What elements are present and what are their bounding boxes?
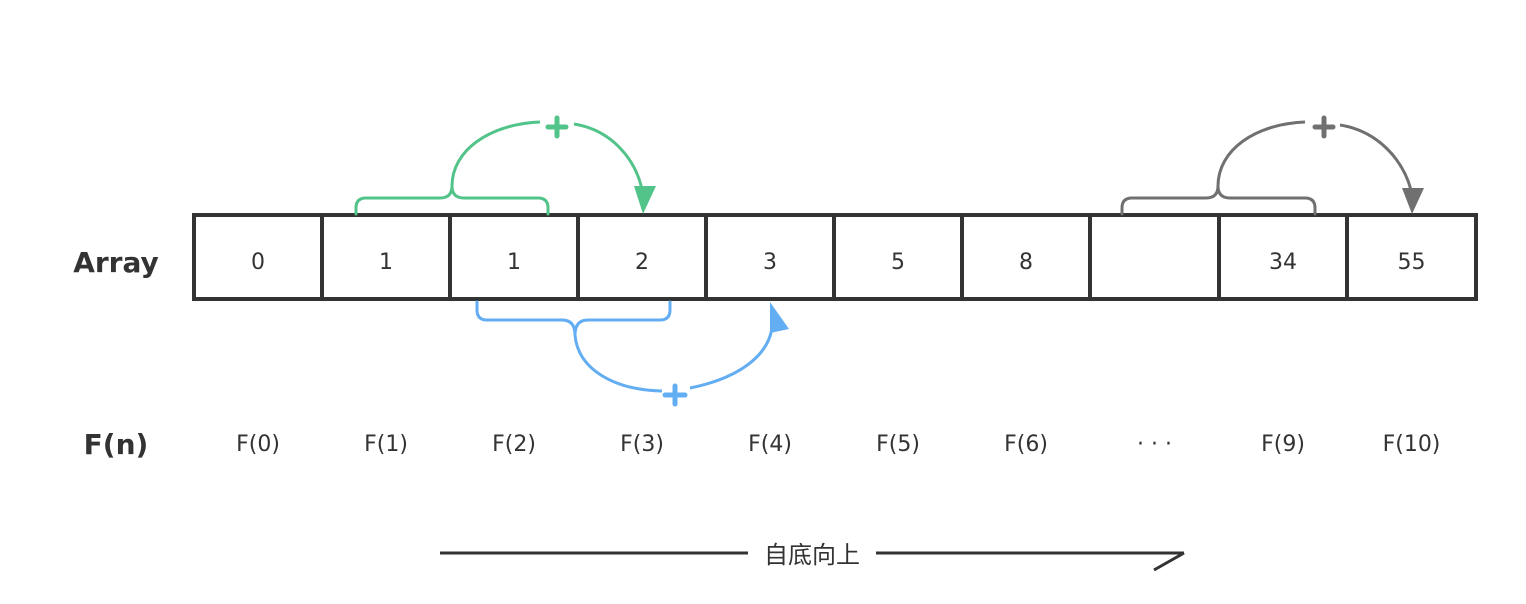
fn-row-label: F(n) (84, 428, 149, 461)
array-label: Array (73, 246, 159, 279)
direction-label: 自底向上 (764, 541, 860, 569)
array-cell-value: 1 (379, 250, 393, 275)
array-cell-value: 1 (507, 250, 521, 275)
blue-arrowhead (770, 302, 789, 333)
fn-label: F(3) (620, 432, 664, 457)
fn-label: F(6) (1004, 432, 1048, 457)
green-arrowhead (634, 186, 656, 214)
direction-arrow: 自底向上 (440, 541, 1185, 572)
blue-brace (475, 300, 672, 336)
fn-label: F(10) (1383, 432, 1441, 457)
green-arc (450, 120, 541, 187)
array-cell-value: 2 (635, 250, 649, 275)
array-cell-value: 8 (1019, 250, 1033, 275)
plus-icon (545, 115, 569, 139)
array-cell (1345, 213, 1478, 301)
fn-row: F(0) F(1) F(2) F(3) F(4) F(5) F(6) · · · F(9) F(1… (236, 432, 1440, 457)
gray-brace (1120, 185, 1317, 216)
array-cell-value: 0 (251, 250, 265, 275)
fn-label: F(0) (236, 432, 280, 457)
fn-label: F(4) (748, 432, 792, 457)
green-sum-annotation (354, 115, 656, 216)
array-cell-value: 55 (1398, 250, 1426, 275)
gray-sum-annotation (1120, 115, 1424, 216)
blue-arc (573, 334, 663, 393)
blue-arc-right (689, 327, 774, 390)
ellipsis: · · · (1137, 432, 1172, 457)
gray-arc-right (1339, 123, 1413, 191)
fn-label: F(1) (364, 432, 408, 457)
blue-sum-annotation (475, 300, 789, 407)
array-cell-value: 34 (1269, 250, 1297, 275)
plus-icon (1312, 115, 1336, 139)
array-cell-value: 5 (891, 250, 905, 275)
gray-arrowhead (1402, 188, 1424, 214)
green-arc-right (573, 122, 644, 191)
array-row: 0 1 1 2 3 5 8 34 55 (192, 213, 1478, 301)
fn-label: F(5) (876, 432, 920, 457)
fn-label: F(2) (492, 432, 536, 457)
green-brace (354, 185, 550, 216)
array-cell (1088, 213, 1221, 301)
fn-label: F(9) (1261, 432, 1305, 457)
gray-arc (1216, 120, 1306, 187)
plus-icon (662, 383, 688, 407)
array-cell-value: 3 (763, 250, 777, 275)
